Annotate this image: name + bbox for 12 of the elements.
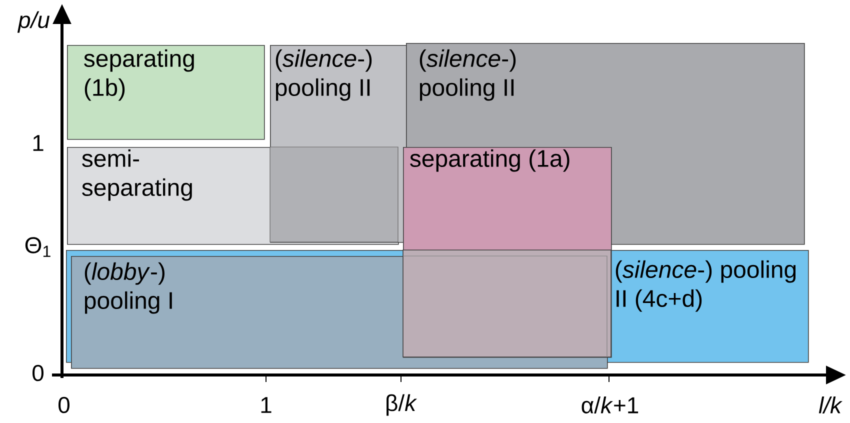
axis-title: p/u [17, 11, 50, 33]
region-box: separating (1b) [67, 45, 265, 140]
tick-label: 1 [33, 135, 44, 151]
axis-title: l/k [818, 396, 842, 414]
tick-label: β/k [386, 394, 418, 416]
region-box: (silence-) pooling II [270, 45, 407, 243]
tick-label: 1 [261, 397, 272, 413]
tick-label: α/k+1 [582, 396, 638, 414]
tick-label: 0 [58, 396, 70, 414]
region-box: separating (1a) [402, 147, 612, 358]
tick-label: 0 [32, 364, 44, 382]
tick-label: Θ$_{1}$ [25, 237, 50, 257]
